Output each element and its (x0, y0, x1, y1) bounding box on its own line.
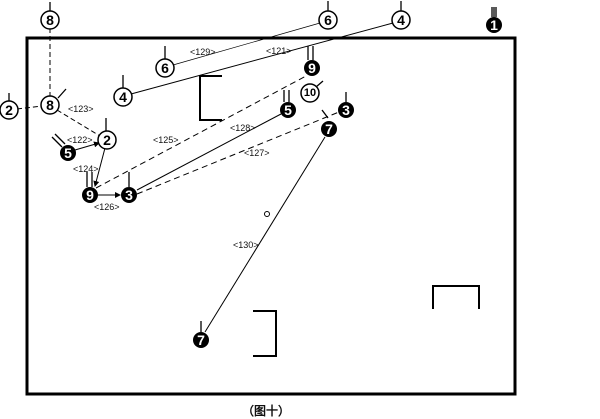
goal-lower (253, 310, 277, 357)
svg-text:6: 6 (324, 12, 332, 28)
label-126: <126> (94, 202, 120, 212)
svg-text:9: 9 (308, 60, 316, 76)
player-orientation-ticks (8, 1, 497, 332)
player-white-8: 8 (40, 95, 60, 115)
black-team: 1 9 5 3 7 5 9 3 7 (60, 17, 502, 348)
svg-text:1: 1 (490, 17, 498, 33)
player-white-8-top: 8 (40, 10, 60, 30)
player-black-7-right: 7 (321, 121, 337, 137)
player-black-9: 9 (82, 187, 98, 203)
pass-line-123 (56, 109, 101, 137)
svg-text:5: 5 (284, 102, 292, 118)
figure-caption: （图十） (242, 404, 291, 418)
player-black-1: 1 (486, 17, 502, 33)
player-white-4: 4 (113, 87, 133, 107)
pass-line-128 (136, 113, 282, 191)
label-128: <128> (230, 123, 256, 133)
label-124: <124> (73, 164, 99, 174)
player-black-3-right: 3 (338, 102, 354, 118)
player-black-5-right: 5 (280, 102, 296, 118)
pass-line-130 (204, 136, 326, 333)
player-white-6-top: 6 (318, 10, 338, 30)
pass-line-124 (93, 147, 106, 187)
svg-text:7: 7 (325, 121, 333, 137)
player-white-6: 6 (155, 58, 175, 78)
movement-lines (16, 22, 394, 333)
pass-line-121 (130, 22, 394, 95)
svg-text:2: 2 (5, 102, 13, 118)
svg-text:3: 3 (342, 102, 350, 118)
svg-text:2: 2 (103, 132, 111, 148)
svg-text:3: 3 (125, 187, 133, 203)
label-127: <127> (244, 148, 270, 158)
label-130: <130> (233, 240, 259, 250)
label-125: <125> (153, 135, 179, 145)
player-black-3: 3 (121, 187, 137, 203)
svg-text:8: 8 (46, 97, 54, 113)
field-boundary (25, 36, 517, 396)
white-team: 8 8 2 2 4 6 6 4 10 (0, 10, 411, 150)
svg-text:4: 4 (397, 12, 405, 28)
label-129: <129> (190, 47, 216, 57)
pass-line-122 (74, 141, 100, 151)
label-123: <123> (68, 104, 94, 114)
svg-text:5: 5 (64, 145, 72, 161)
svg-text:8: 8 (46, 12, 54, 28)
svg-text:10: 10 (304, 87, 316, 99)
player-white-2-left: 2 (0, 100, 19, 120)
player-white-2: 2 (97, 130, 117, 150)
svg-text:6: 6 (161, 60, 169, 76)
player-white-4-top: 4 (391, 10, 411, 30)
label-121: <121> (266, 46, 292, 56)
ball-marker (264, 211, 270, 217)
run-line-127 (136, 111, 340, 195)
svg-text:7: 7 (197, 332, 205, 348)
pass-line-129 (172, 22, 321, 66)
svg-text:4: 4 (119, 89, 127, 105)
player-black-7: 7 (193, 332, 209, 348)
goal-right (432, 285, 480, 309)
svg-text:9: 9 (86, 187, 94, 203)
player-black-9-top: 9 (304, 60, 320, 76)
label-122: <122> (67, 135, 93, 145)
player-black-5: 5 (60, 145, 76, 161)
pass-line-2-8 (16, 105, 43, 110)
player-white-10: 10 (300, 83, 320, 103)
goal-left-upper (199, 75, 222, 121)
